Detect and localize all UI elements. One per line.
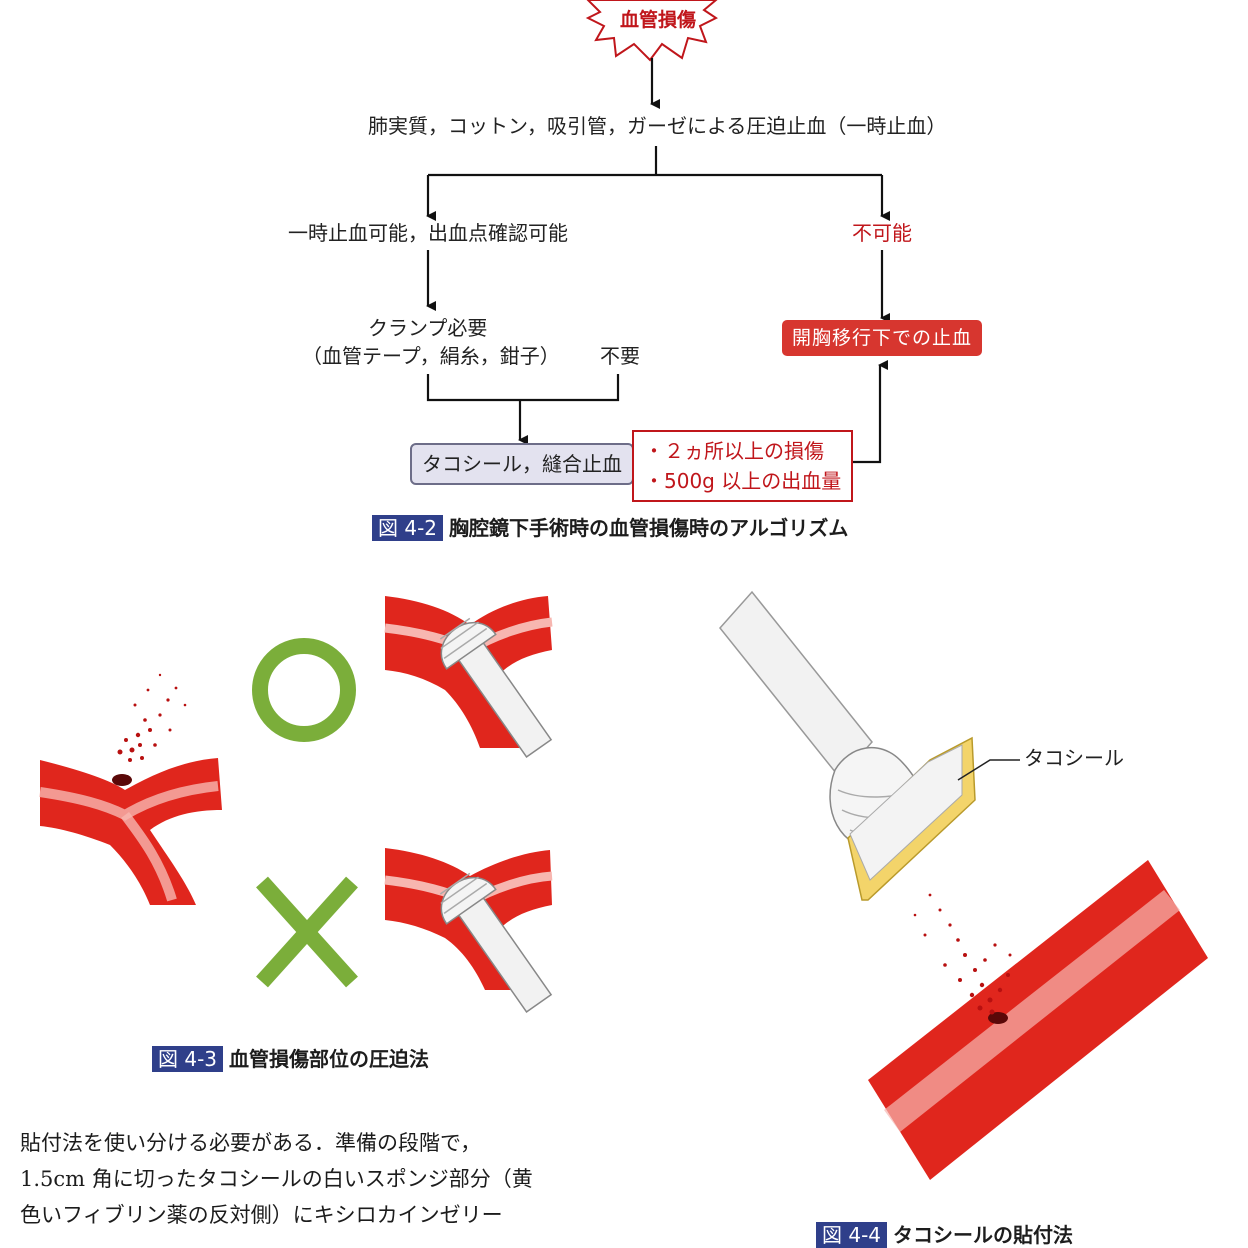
correct-circle-symbol	[252, 638, 356, 742]
warning-item: ・２ヵ所以上の損傷	[644, 439, 824, 463]
clamp-needed-label: クランプ必要	[368, 316, 488, 340]
wrong-cross-symbol	[256, 876, 358, 988]
wrong-compression-illustration	[384, 848, 553, 1013]
tachosil-label: タコシール	[1024, 746, 1124, 770]
tachosil-pointer-line	[957, 759, 1020, 781]
correct-compression-illustration	[384, 596, 553, 758]
clamp-tools-label: （血管テープ，絹糸，鉗子）	[302, 344, 560, 368]
left-branch-label: 一時止血可能，出血点確認可能	[288, 221, 568, 245]
arrow-warning-to-open-chest	[842, 360, 888, 464]
figure-number-badge: 図 4-3	[152, 1046, 224, 1072]
figure-number-badge: 図 4-2	[372, 515, 444, 541]
caption-text: 胸腔鏡下手術時の血管損傷時のアルゴリズム	[449, 516, 849, 540]
body-line: 1.5cm 角に切ったタコシールの白いスポンジ部分（黄	[20, 1167, 533, 1191]
body-line: 色いフィブリン薬の反対側）にキシロカインゼリー	[20, 1203, 503, 1227]
body-line: 貼付法を使い分ける必要がある．準備の段階で，	[20, 1131, 482, 1155]
tachosil-application-illustration	[719, 590, 1208, 1180]
compression-step: 肺実質，コットン，吸引管，ガーゼによる圧迫止血（一時止血）	[368, 114, 947, 138]
warning-item: ・500g 以上の出血量	[644, 469, 842, 493]
injury-starburst	[585, 0, 718, 62]
caption-text: 血管損傷部位の圧迫法	[229, 1047, 430, 1071]
open-chest-box: 開胸移行下での止血	[782, 320, 983, 356]
injury-start-label: 血管損傷	[620, 9, 697, 31]
tachosil-suture-box: タコシール，縫合止血	[410, 443, 634, 485]
figure-number-badge: 図 4-4	[816, 1222, 888, 1248]
warning-conditions-box: ・２ヵ所以上の損傷 ・500g 以上の出血量	[632, 430, 854, 502]
not-needed-label: 不要	[600, 344, 640, 368]
injured-vessel-illustration	[39, 673, 222, 905]
body-paragraph: 貼付法を使い分ける必要がある．準備の段階で， 1.5cm 角に切ったタコシールの…	[20, 1125, 600, 1233]
merge-bracket	[426, 374, 620, 402]
right-branch-label: 不可能	[852, 221, 912, 245]
caption-text: タコシールの貼付法	[893, 1223, 1074, 1247]
